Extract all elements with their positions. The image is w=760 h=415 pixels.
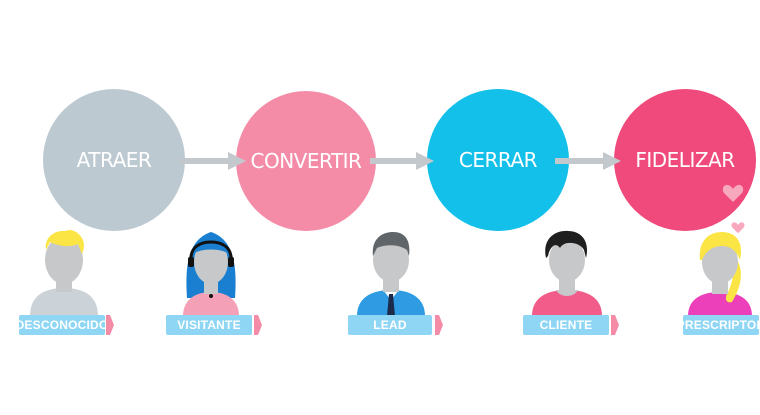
client-person-icon [532, 230, 602, 316]
heart-small-icon [731, 222, 745, 234]
arrow-pin-icon [254, 315, 262, 335]
role-label-cliente: CLIENTE [523, 315, 609, 335]
visitor-person-icon [183, 232, 239, 316]
arrow-right-icon [180, 152, 246, 170]
lead-person-icon [357, 232, 425, 316]
arrow-pin-icon [106, 315, 114, 335]
role-label-prescriptor: PRESCRIPTOR [677, 315, 760, 335]
stage-label: ATRAER [76, 148, 152, 172]
stage-circle-cerrar: CERRAR [427, 89, 569, 231]
prescriptor-person-icon [688, 232, 752, 316]
heart-icon [722, 184, 744, 202]
unknown-person-icon [30, 230, 98, 316]
role-label-visitante: VISITANTE [166, 315, 252, 335]
arrow-right-icon [555, 152, 621, 170]
stage-label: CONVERTIR [250, 149, 362, 173]
stage-circle-fidelizar: FIDELIZAR [614, 89, 756, 231]
stage-circle-atraer: ATRAER [43, 89, 185, 231]
stage-circle-convertir: CONVERTIR [236, 91, 376, 231]
arrow-right-icon [370, 152, 434, 170]
arrow-pin-icon [611, 315, 619, 335]
arrow-pin-icon [435, 315, 443, 335]
stage-label: FIDELIZAR [635, 148, 735, 172]
role-label-lead: LEAD [348, 315, 432, 335]
stage-label: CERRAR [458, 148, 538, 172]
role-label-desconocido: DESCONOCIDO [16, 315, 108, 335]
